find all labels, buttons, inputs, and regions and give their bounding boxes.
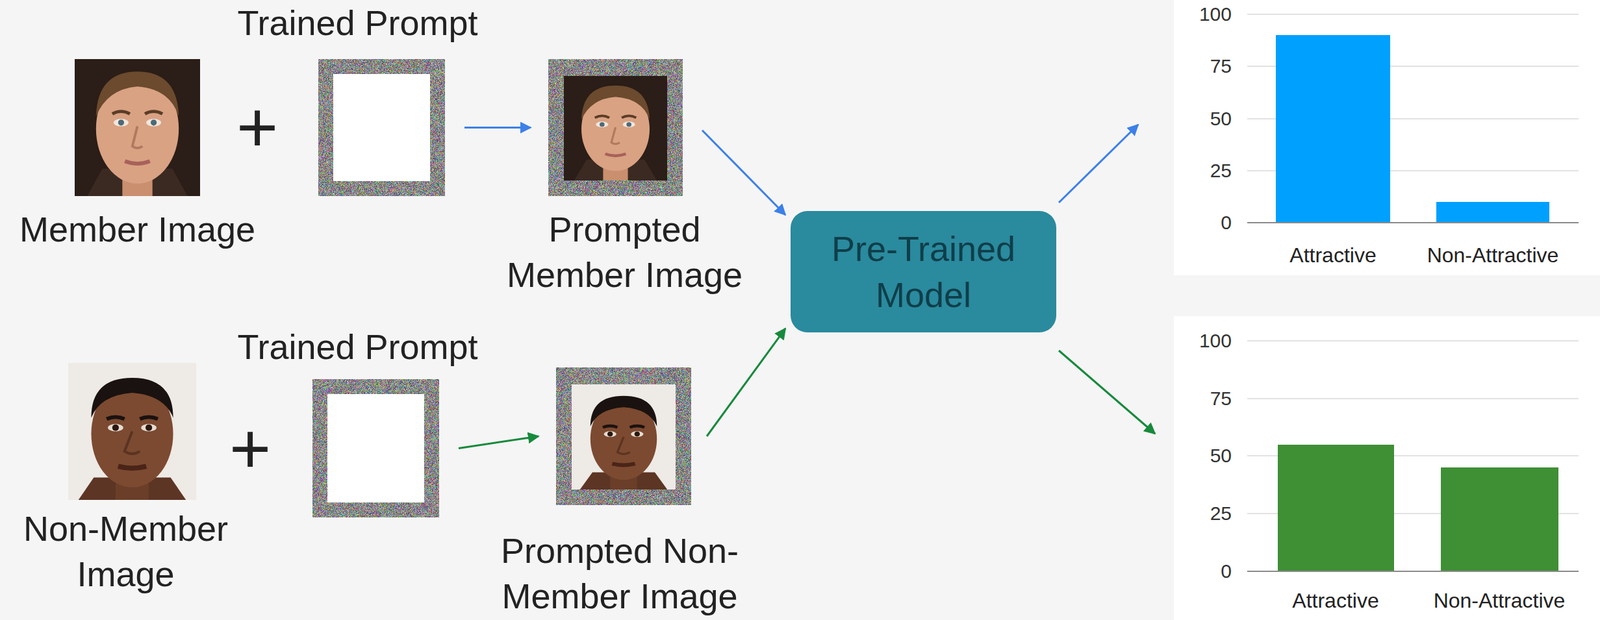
axis-line bbox=[1247, 222, 1579, 224]
shape bbox=[144, 111, 163, 115]
shape bbox=[74, 59, 201, 197]
node-caption: Trained Prompt bbox=[221, 0, 495, 46]
category-label: Non-Attractive bbox=[1427, 243, 1560, 268]
node-caption: Non-Member Image bbox=[2, 506, 250, 597]
shape bbox=[630, 431, 644, 438]
shape bbox=[571, 384, 676, 490]
shape bbox=[113, 118, 129, 127]
output-arrow bbox=[1058, 124, 1139, 203]
shape bbox=[118, 466, 147, 469]
bar bbox=[1275, 35, 1391, 223]
category-label: Attractive bbox=[1289, 243, 1376, 268]
shape bbox=[630, 426, 645, 428]
tick-label: 100 bbox=[1199, 3, 1232, 26]
shape bbox=[106, 417, 125, 420]
shape bbox=[595, 115, 610, 118]
shape bbox=[590, 396, 657, 427]
shape bbox=[622, 121, 636, 128]
shape bbox=[611, 463, 635, 466]
face-photo bbox=[571, 384, 676, 490]
category-label: Non-Attractive bbox=[1433, 589, 1566, 614]
shape bbox=[605, 153, 627, 156]
shape bbox=[150, 119, 157, 126]
category-label: Attractive bbox=[1292, 589, 1379, 614]
tick-label: 100 bbox=[1199, 330, 1232, 353]
shape bbox=[563, 76, 668, 181]
shape bbox=[124, 161, 151, 164]
shape bbox=[132, 126, 143, 149]
plus-sign: + bbox=[236, 86, 279, 169]
grid-line bbox=[1247, 340, 1579, 342]
tick-label: 75 bbox=[1210, 55, 1232, 78]
shape bbox=[146, 118, 162, 127]
connector-arrow bbox=[458, 436, 539, 449]
shape bbox=[604, 431, 617, 438]
shape bbox=[581, 85, 650, 121]
face-photo bbox=[68, 363, 197, 501]
bar bbox=[1436, 202, 1550, 223]
shape bbox=[124, 431, 141, 455]
tick-label: 50 bbox=[1210, 107, 1232, 131]
grid-line bbox=[1247, 13, 1579, 15]
chart-panel bbox=[1173, 316, 1600, 620]
node-caption: Trained Prompt bbox=[221, 324, 495, 370]
tick-label: 75 bbox=[1210, 387, 1232, 411]
model-box: Pre-Trained Model bbox=[790, 211, 1057, 333]
axis-line bbox=[1247, 571, 1579, 573]
shape bbox=[617, 437, 630, 455]
trained-prompt: Trained Prompt bbox=[312, 379, 440, 518]
prompted-image: Prompted Non-Member Image bbox=[556, 367, 692, 506]
connector-arrow bbox=[702, 130, 786, 216]
grid-lines bbox=[1247, 14, 1579, 514]
shape bbox=[145, 424, 153, 432]
trained-prompt: Trained Prompt bbox=[318, 59, 445, 197]
shape bbox=[139, 417, 158, 420]
bar bbox=[1277, 444, 1395, 572]
shape bbox=[107, 424, 124, 432]
shape bbox=[602, 426, 618, 428]
shape bbox=[68, 363, 197, 501]
face-photo bbox=[563, 76, 668, 181]
non-member-image: Non-Member Image bbox=[68, 363, 197, 501]
shape bbox=[96, 71, 179, 117]
grid-line bbox=[1247, 398, 1579, 400]
noise-frame bbox=[312, 379, 440, 518]
chart-panel bbox=[1173, 0, 1600, 276]
tick-label: 0 bbox=[1220, 560, 1232, 584]
shape bbox=[634, 431, 640, 438]
shape bbox=[595, 121, 609, 128]
tick-label: 50 bbox=[1210, 444, 1232, 468]
output-arrow bbox=[1058, 350, 1156, 434]
shape bbox=[112, 111, 130, 115]
prompted-image: Prompted Member Image bbox=[548, 59, 683, 197]
face-photo bbox=[74, 59, 201, 197]
plus-sign: + bbox=[229, 407, 271, 491]
shape bbox=[112, 424, 119, 432]
noise-frame bbox=[318, 59, 445, 197]
shape bbox=[611, 127, 620, 145]
member-image: Member Image bbox=[74, 59, 201, 197]
bar bbox=[1440, 467, 1559, 572]
tick-label: 25 bbox=[1210, 159, 1232, 183]
connector-arrow bbox=[464, 126, 531, 129]
shape bbox=[626, 122, 632, 127]
shape bbox=[621, 115, 636, 118]
tick-label: 25 bbox=[1210, 502, 1232, 526]
shape bbox=[599, 122, 605, 127]
tick-label: 0 bbox=[1220, 211, 1232, 235]
node-caption: Prompted Member Image bbox=[488, 206, 762, 298]
node-caption: Member Image bbox=[1, 206, 275, 253]
node-caption: Prompted Non-Member Image bbox=[483, 528, 757, 620]
shape bbox=[607, 431, 613, 438]
shape bbox=[90, 378, 173, 418]
connector-arrow bbox=[706, 328, 786, 437]
shape bbox=[118, 119, 125, 126]
shape bbox=[140, 424, 157, 432]
node-label: Pre-Trained Model bbox=[813, 226, 1035, 318]
